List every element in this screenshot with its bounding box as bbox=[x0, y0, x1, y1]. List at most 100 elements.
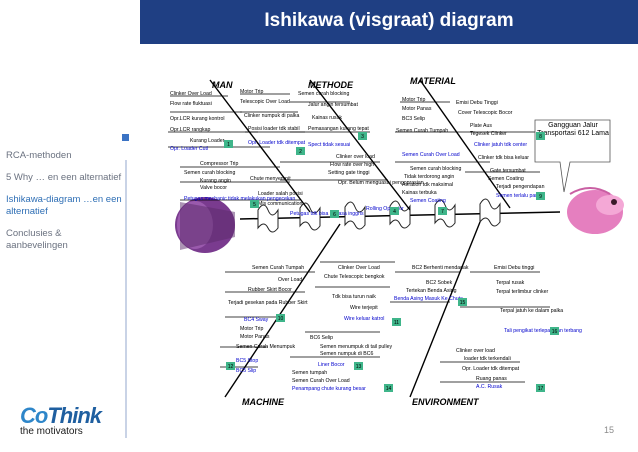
cause-machine: Semen Curah Menumpuk bbox=[236, 344, 296, 350]
cause-methode: Chute menyempit bbox=[250, 176, 291, 182]
cause-methode: Valve bocor bbox=[200, 185, 227, 191]
cause-machine: Rubber Skirt Bocor bbox=[248, 287, 292, 293]
cause-material: Aeration tdk maksimal bbox=[402, 182, 453, 188]
cause-environment: A.C. Rusak bbox=[476, 384, 503, 390]
cause-machine: BC5 Stop bbox=[236, 358, 258, 364]
cause-methode: Petugas tdk bisa bahasa inggris bbox=[290, 211, 364, 217]
cause-material: Terjadi pengendapan bbox=[496, 184, 545, 190]
cause-environment: Clinker over load bbox=[456, 348, 495, 354]
svg-text:17: 17 bbox=[538, 386, 544, 392]
cause-environment: Benda Asing Masuk Ke Chute bbox=[394, 296, 463, 302]
bone-material bbox=[419, 79, 511, 209]
side-nav: RCA-methoden 5 Why … en een alternatief … bbox=[6, 150, 124, 262]
cause-material: Semen Coating bbox=[488, 176, 524, 182]
cause-machine: Tdk bisa turun naik bbox=[332, 294, 376, 300]
svg-text:5: 5 bbox=[253, 202, 256, 208]
effect-callout: Gangguan Jalur Transportasi 612 Lama bbox=[534, 119, 611, 193]
cause-methode: Petugas mechanic tidak melakukan pengece… bbox=[184, 196, 295, 202]
cause-material: Clinker jatuh tdk center bbox=[474, 142, 527, 148]
cause-man: Posisi loader tdk stabil bbox=[248, 126, 300, 132]
cause-material: Semen curah blocking bbox=[410, 166, 461, 172]
cause-machine: BC5 Slip bbox=[236, 368, 256, 374]
ishikawa-diagram: MAN METHODE MATERIAL MACHINE ENVIRONMENT… bbox=[168, 76, 624, 407]
cause-machine: Wire keluar katrol bbox=[344, 316, 384, 322]
cause-methode: Rolling Operator bbox=[366, 206, 404, 212]
cause-material: Emisi Debu Tinggi bbox=[456, 100, 498, 106]
cause-methode: Jalur angin tersumbat bbox=[308, 102, 358, 108]
cause-methode: Kurang angin bbox=[200, 178, 231, 184]
svg-text:7: 7 bbox=[441, 209, 444, 215]
bone-man bbox=[209, 79, 311, 213]
cause-environment: Terpal rusak bbox=[496, 280, 525, 286]
cause-machine: Semen menumpuk di tail pulley bbox=[320, 344, 392, 350]
badge: 9 bbox=[536, 192, 545, 200]
main-bones bbox=[209, 79, 511, 398]
cause-methode: Clinker over load bbox=[336, 154, 375, 160]
cothink-logo: CoThink the motivators bbox=[20, 403, 120, 437]
cause-material: Plate Aus bbox=[470, 123, 492, 129]
cause-machine: Terjadi gesekan pada Rubber Skirt bbox=[228, 300, 308, 306]
cause-machine: Chute Telescopic bengkok bbox=[324, 274, 385, 280]
cause-methode: Pemasangan kurang tepat bbox=[308, 126, 369, 132]
cause-man: Clinker numpuk di palka bbox=[244, 113, 299, 119]
badge: 6 bbox=[330, 210, 339, 218]
cause-man: Clinker Over Load bbox=[170, 91, 212, 97]
nav-item-ishikawa[interactable]: Ishikawa-diagram …en een alternatief bbox=[6, 194, 122, 217]
cause-material: Tegesek Clinker bbox=[470, 131, 507, 137]
cause-methode: Compressor Trip bbox=[200, 161, 238, 167]
nav-item-conclusies[interactable]: Conclusies & aanbevelingen bbox=[6, 228, 68, 251]
category-man: MAN bbox=[212, 80, 233, 90]
svg-text:1: 1 bbox=[227, 142, 230, 148]
cause-environment: loader tdk terkendali bbox=[464, 356, 511, 362]
cause-material: Semen Curah Over Load bbox=[402, 152, 460, 158]
section-marker bbox=[122, 134, 129, 141]
cause-methode: Setting gate tinggi bbox=[328, 170, 370, 176]
cause-environment: BC2 Berhenti mendadak bbox=[412, 265, 469, 271]
cause-methode: Loader salah posisi bbox=[258, 191, 303, 197]
title-bar: Ishikawa (visgraat) diagram bbox=[140, 0, 638, 44]
bone-machine bbox=[224, 223, 341, 398]
badge: 8 bbox=[536, 132, 545, 140]
cause-man: Motor Trip bbox=[240, 89, 263, 95]
badge: 16 bbox=[550, 327, 559, 335]
svg-text:11: 11 bbox=[394, 320, 399, 326]
cause-environment: Tali pengikat terlepas dan terbang bbox=[504, 328, 582, 334]
cause-machine: Semen numpuk di BC6 bbox=[320, 351, 373, 357]
badge: 10 bbox=[276, 314, 285, 322]
badge: 5 bbox=[250, 200, 259, 208]
svg-text:14: 14 bbox=[386, 386, 392, 392]
cause-methode: Spect tidak sesuai bbox=[308, 142, 350, 148]
cause-methode: Mis communication bbox=[258, 201, 303, 207]
cause-man: Telescopic Over Load bbox=[240, 99, 290, 105]
fish-tail-image bbox=[175, 197, 235, 253]
fish-head-image bbox=[567, 187, 624, 234]
cause-material: BC3 Selip bbox=[402, 116, 425, 122]
cause-environment: Terpal terlimbur clinker bbox=[496, 289, 548, 295]
badge: 13 bbox=[354, 362, 363, 370]
cause-material: Semen Coating bbox=[410, 198, 446, 204]
cause-man: Opr. Loader tdk ditempat bbox=[248, 140, 306, 146]
cause-machine: Motor Trip bbox=[240, 326, 263, 332]
cause-machine: Wire terjepit bbox=[350, 305, 378, 311]
cause-machine: Over Load bbox=[278, 277, 302, 283]
badge: 3 bbox=[358, 132, 367, 140]
bone-environment bbox=[409, 221, 481, 398]
page-number: 15 bbox=[604, 425, 615, 435]
cause-machine: BC4 Sway bbox=[244, 317, 269, 323]
svg-text:4: 4 bbox=[393, 209, 396, 215]
cause-machine: Motor Panas bbox=[240, 334, 270, 340]
cause-methode: Kainas rusak bbox=[312, 115, 342, 121]
sub-bones bbox=[168, 93, 550, 383]
nav-item-rca-methoden[interactable]: RCA-methoden bbox=[6, 150, 72, 161]
cause-environment: Emisi Debu tinggi bbox=[494, 265, 534, 271]
nav-item-5-why[interactable]: 5 Why … en een alternatief bbox=[6, 172, 122, 183]
badge: 17 bbox=[536, 384, 545, 392]
cause-machine: Semen Curah Tumpah bbox=[252, 265, 304, 271]
cause-man: Flow rate fluktuasi bbox=[170, 101, 212, 107]
cause-material: Semen terlalu panas bbox=[496, 193, 544, 199]
cause-environment: BC2 Sobek bbox=[426, 280, 453, 286]
cause-man: Opr.LCR kurang kontrol bbox=[170, 116, 225, 122]
cause-environment: Tertekan Benda Asing bbox=[406, 288, 457, 294]
cause-material: Cover Telescopic Bocor bbox=[458, 110, 513, 116]
cause-methode: Flow rate over high bbox=[330, 162, 374, 168]
